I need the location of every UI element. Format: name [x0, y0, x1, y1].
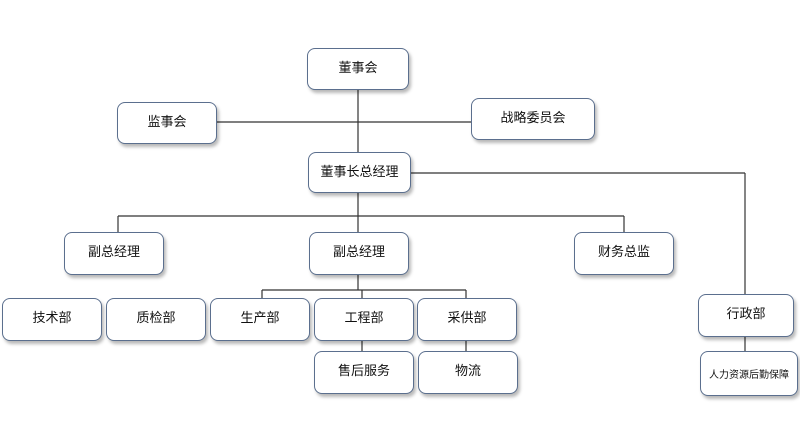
node-vp-center-label: 副总经理	[332, 245, 385, 260]
node-strategy-label: 战略委员会	[500, 111, 566, 126]
node-qc-label: 质检部	[136, 311, 176, 326]
node-finance-label: 财务总监	[597, 245, 650, 260]
node-supervisors[interactable]: 监事会	[117, 102, 217, 144]
node-admin[interactable]: 行政部	[698, 294, 794, 337]
node-vp-center[interactable]: 副总经理	[309, 232, 409, 275]
node-hr-logistics-label: 人力资源后勤保障	[709, 370, 789, 381]
node-after-sales-label: 售后服务	[337, 364, 390, 379]
node-production-label: 生产部	[240, 311, 280, 326]
node-engineering[interactable]: 工程部	[314, 298, 414, 341]
node-finance[interactable]: 财务总监	[574, 232, 674, 275]
node-engineering-label: 工程部	[344, 311, 384, 326]
node-chairman-gm[interactable]: 董事长总经理	[308, 152, 411, 193]
node-vp-left-label: 副总经理	[87, 245, 140, 260]
node-board[interactable]: 董事会	[307, 48, 409, 90]
node-procurement-label: 采供部	[447, 311, 487, 326]
node-qc[interactable]: 质检部	[106, 298, 206, 341]
node-tech[interactable]: 技术部	[2, 298, 102, 341]
node-logistics[interactable]: 物流	[418, 351, 518, 394]
node-board-label: 董事会	[338, 61, 378, 76]
node-production[interactable]: 生产部	[210, 298, 310, 341]
node-after-sales[interactable]: 售后服务	[314, 351, 414, 394]
node-strategy[interactable]: 战略委员会	[471, 98, 595, 140]
node-tech-label: 技术部	[32, 311, 72, 326]
node-chairman-gm-label: 董事长总经理	[320, 165, 399, 180]
node-hr-logistics[interactable]: 人力资源后勤保障	[700, 351, 798, 396]
node-logistics-label: 物流	[454, 364, 481, 379]
node-vp-left[interactable]: 副总经理	[64, 232, 164, 275]
node-supervisors-label: 监事会	[147, 115, 187, 130]
node-procurement[interactable]: 采供部	[417, 298, 517, 341]
node-admin-label: 行政部	[726, 307, 766, 322]
